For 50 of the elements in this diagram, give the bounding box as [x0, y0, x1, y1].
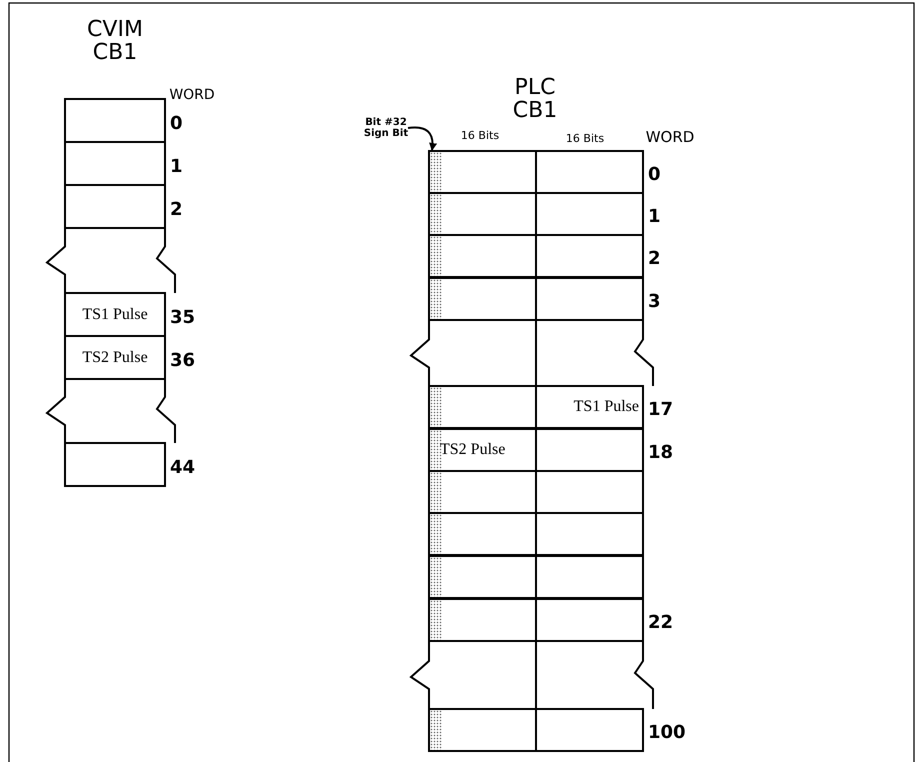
memory-cell [428, 150, 537, 194]
memory-cell [64, 98, 166, 143]
memory-cell [535, 277, 644, 321]
memory-cell [535, 150, 644, 194]
memory-cell [64, 292, 166, 337]
memory-cell [428, 708, 537, 752]
cell-text: TS1 Pulse [82, 306, 148, 324]
bit-width-label: 16 Bits [460, 130, 500, 142]
word-number: 1 [648, 208, 661, 226]
memory-cell [428, 598, 537, 642]
leader-arrow [408, 126, 437, 151]
word-number: 2 [170, 200, 183, 218]
column-heading: WORD [644, 130, 696, 146]
word-number: 36 [170, 352, 196, 370]
memory-cell [535, 708, 644, 752]
memory-cell [535, 598, 644, 642]
word-number: 22 [648, 614, 674, 632]
memory-cell [535, 512, 644, 556]
cell-text: TS1 Pulse [574, 398, 639, 416]
word-number: 44 [170, 458, 196, 476]
memory-cell [64, 442, 166, 487]
heading: CVIM CB1 [86, 18, 144, 64]
memory-cell [428, 277, 537, 321]
memory-cell [428, 428, 537, 472]
memory-cell [535, 428, 644, 472]
word-number: 17 [648, 401, 674, 419]
memory-cell [535, 555, 644, 599]
memory-cell [428, 512, 537, 556]
callout-label: Bit #32 Sign Bit [360, 118, 412, 148]
heading: PLC CB1 [512, 76, 558, 122]
word-number: 18 [648, 444, 674, 462]
memory-cell [428, 234, 537, 278]
column-heading: WORD [168, 88, 216, 103]
word-number: 35 [170, 308, 196, 326]
memory-cell [64, 184, 166, 229]
memory-cell [535, 234, 644, 278]
bit-width-label: 16 Bits [564, 133, 606, 145]
memory-cell [64, 141, 166, 186]
word-number: 100 [648, 724, 686, 742]
memory-cell [428, 555, 537, 599]
memory-cell [64, 335, 166, 380]
word-number: 0 [170, 114, 183, 132]
cell-text: TS2 Pulse [82, 348, 148, 366]
cell-text: TS2 Pulse [440, 441, 506, 459]
word-number: 1 [170, 158, 183, 176]
word-number: 0 [648, 166, 661, 184]
memory-cell [535, 385, 644, 429]
memory-cell [428, 385, 537, 429]
word-number: 3 [648, 293, 661, 311]
word-number: 2 [648, 250, 661, 268]
